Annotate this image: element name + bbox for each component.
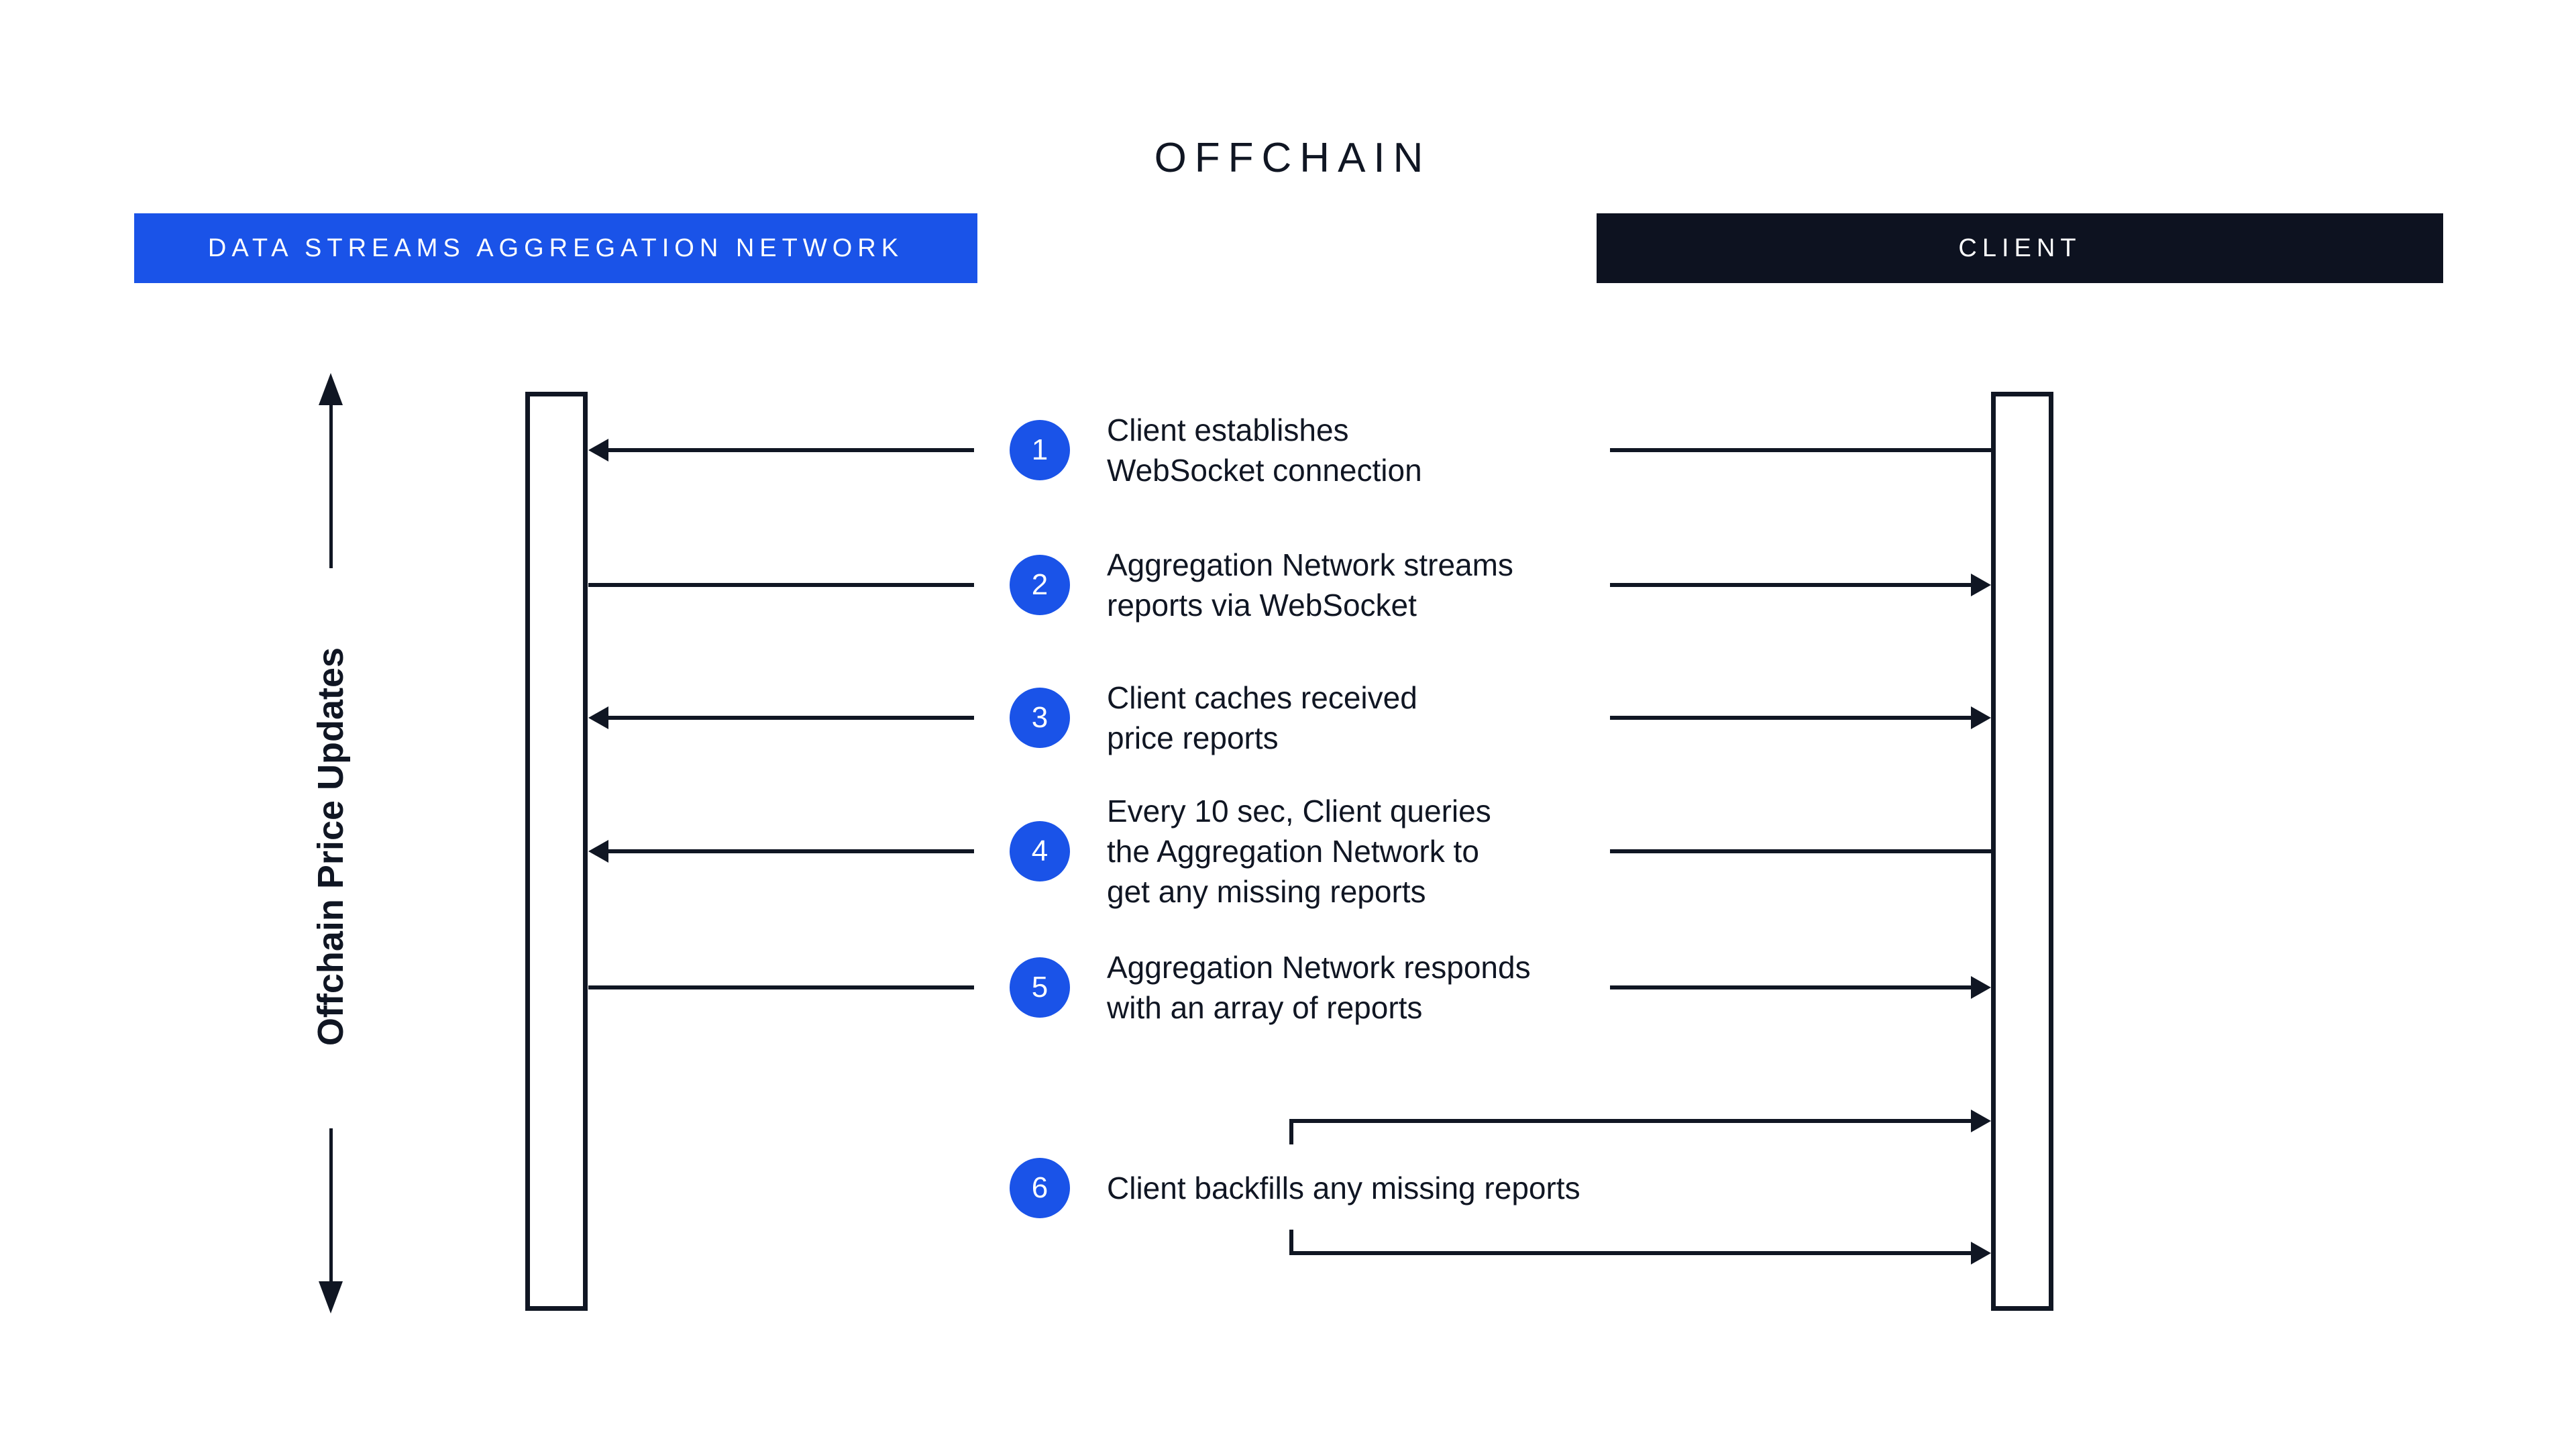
message-line-bottom (1289, 1251, 1971, 1255)
message-line-top (1289, 1119, 1971, 1123)
message-line-right (1610, 849, 1991, 853)
bracket-stub-bottom (1289, 1230, 1293, 1255)
axis-label: Offchain Price Updates (311, 647, 351, 1046)
step-text-6: Client backfills any missing reports (1107, 1171, 1580, 1205)
axis-arrow-down-icon (319, 1281, 343, 1313)
step-text-3: Client caches received price reports (1107, 680, 1417, 755)
arrowhead-right-icon (1971, 1242, 1991, 1265)
message-line-right (1610, 716, 1971, 720)
message-line-left (588, 985, 974, 989)
step-text-4: Every 10 sec, Client queries the Aggrega… (1107, 794, 1491, 909)
axis-line-bottom (329, 1128, 333, 1283)
section-title: OFFCHAIN (1154, 135, 1432, 181)
message-line-left (606, 716, 974, 720)
lifeline-client (1991, 392, 2053, 1311)
axis-arrow-up-icon (319, 373, 343, 405)
message-line-right (1610, 448, 1991, 452)
step-badge-1: 1 (1010, 420, 1070, 480)
step-badge-6: 6 (1010, 1158, 1070, 1218)
step-text-1: Client establishes WebSocket connection (1107, 413, 1422, 488)
step-badge-3: 3 (1010, 688, 1070, 748)
message-line-right (1610, 985, 1971, 989)
arrowhead-left-icon (588, 439, 608, 462)
step-badge-4: 4 (1010, 821, 1070, 881)
arrowhead-right-icon (1971, 706, 1991, 729)
actor-banner-aggregation-network: DATA STREAMS AGGREGATION NETWORK (134, 213, 977, 283)
message-line-left (606, 849, 974, 853)
message-line-left (588, 583, 974, 587)
lifeline-aggregation-network (525, 392, 588, 1311)
step-text-2: Aggregation Network streams reports via … (1107, 547, 1513, 623)
step-badge-5: 5 (1010, 957, 1070, 1018)
arrowhead-right-icon (1971, 574, 1991, 596)
arrowhead-right-icon (1971, 976, 1991, 999)
actor-banner-client: CLIENT (1597, 213, 2443, 283)
bracket-stub-top (1289, 1119, 1293, 1144)
message-line-right (1610, 583, 1971, 587)
axis-line-top (329, 404, 333, 568)
arrowhead-left-icon (588, 840, 608, 863)
step-badge-2: 2 (1010, 555, 1070, 615)
message-line-left (606, 448, 974, 452)
arrowhead-left-icon (588, 706, 608, 729)
arrowhead-right-icon (1971, 1110, 1991, 1132)
step-text-5: Aggregation Network responds with an arr… (1107, 950, 1531, 1025)
